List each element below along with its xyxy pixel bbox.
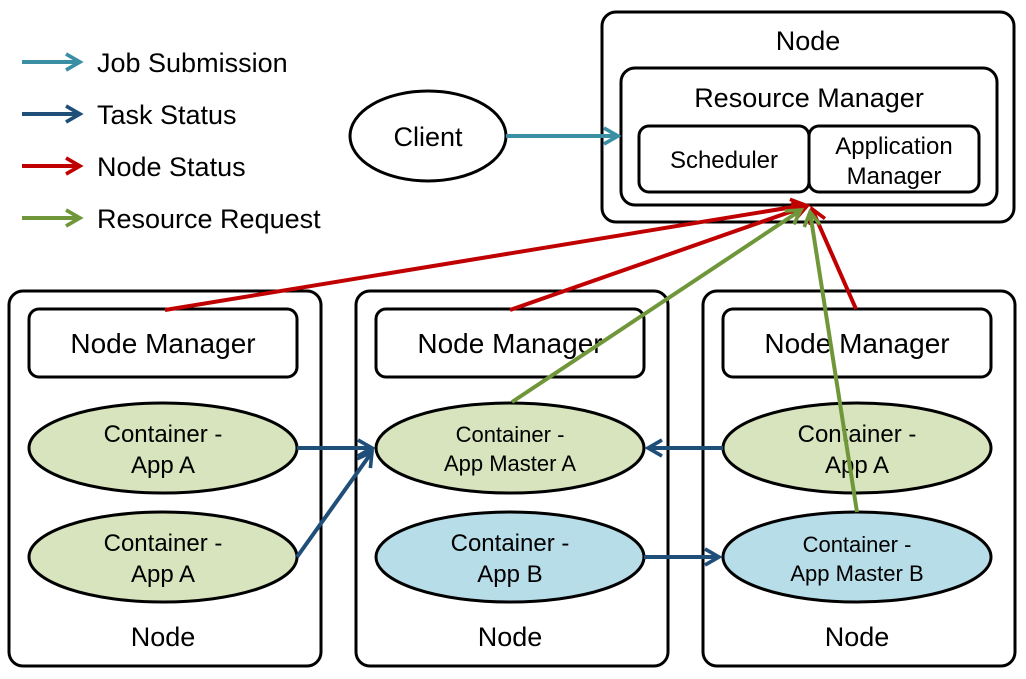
container-1b: [27, 510, 299, 604]
node-manager-1-box: [27, 307, 299, 379]
container-1a-line1: Container -: [104, 421, 223, 448]
node-manager-2-label: Node Manager: [417, 328, 602, 359]
node-manager-1-label: Node Manager: [70, 328, 255, 359]
container-3b: [721, 510, 993, 604]
rm-node: Node Resource Manager Scheduler Applicat…: [600, 10, 1016, 224]
client: Client: [348, 89, 508, 183]
client-label: Client: [393, 122, 463, 152]
container-3a-line1: Container -: [798, 421, 917, 448]
container-2a-line1: Container -: [456, 422, 565, 447]
container-3b-line1: Container -: [803, 532, 912, 557]
container-2b-line2: App B: [477, 561, 542, 588]
arrow-task-status-2: [295, 449, 375, 559]
scheduler-label: Scheduler: [670, 147, 778, 174]
application-manager-label-line2: Manager: [847, 163, 942, 190]
application-manager-box: [807, 124, 981, 194]
legend-item-node-status: Node Status: [22, 152, 246, 182]
worker-node-2: Node Manager Container - App Master A Co…: [354, 289, 670, 668]
worker-node-3: Node Manager Container - App A Container…: [701, 289, 1017, 668]
arrow-resource-request-1: [510, 207, 805, 404]
container-1b-line1: Container -: [104, 530, 223, 557]
resource-manager-label: Resource Manager: [694, 83, 924, 113]
arrow-resource-request-2: [802, 208, 859, 513]
worker-node-1-title: Node: [131, 622, 196, 652]
arrow-node-status-2: [509, 201, 811, 312]
container-2b-line1: Container -: [451, 530, 570, 557]
application-manager-label-line1: Application: [835, 133, 952, 160]
worker-node-1: Node Manager Container - App A Container…: [7, 289, 323, 668]
legend-label-node-status: Node Status: [97, 152, 246, 182]
container-2a-line2: App Master A: [444, 451, 576, 476]
arrow-node-status-1: [164, 197, 809, 312]
legend-label-task-status: Task Status: [97, 100, 237, 130]
container-3b-line2: App Master B: [790, 561, 923, 586]
legend-label-job-submission: Job Submission: [97, 48, 288, 78]
legend-item-task-status: Task Status: [22, 100, 237, 130]
container-1b-line2: App A: [131, 561, 195, 588]
resource-request-arrows: [510, 207, 859, 513]
legend-item-job-submission: Job Submission: [22, 48, 288, 78]
container-3a-line2: App A: [825, 452, 889, 479]
task-status-arrows: [295, 438, 723, 567]
container-1a: [27, 401, 299, 495]
container-3a: [721, 401, 993, 495]
rm-node-title: Node: [776, 26, 841, 56]
node-manager-3-label: Node Manager: [764, 328, 949, 359]
legend: Job Submission Task Status Node Status R…: [22, 48, 321, 234]
legend-label-resource-request: Resource Request: [97, 204, 321, 234]
container-2a: [374, 401, 646, 495]
worker-node-3-title: Node: [825, 622, 890, 652]
container-2b: [374, 510, 646, 604]
node-manager-3-box: [721, 307, 993, 379]
legend-item-resource-request: Resource Request: [22, 204, 321, 234]
worker-node-2-title: Node: [478, 622, 543, 652]
container-1a-line2: App A: [131, 452, 195, 479]
